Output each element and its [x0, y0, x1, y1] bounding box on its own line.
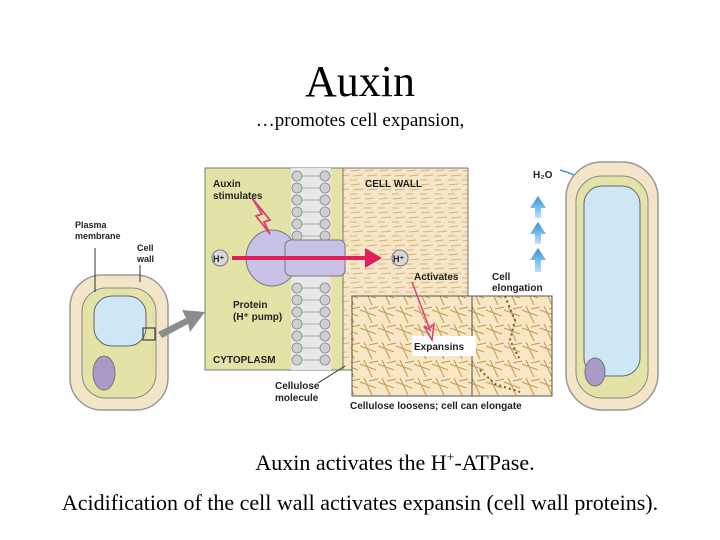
proton-right-label: H⁺ — [393, 254, 404, 264]
elongated-cell — [565, 161, 659, 411]
auxin-stimulates-label-2: stimulates — [213, 191, 263, 202]
elongated-cell-nucleus — [584, 357, 606, 387]
zoom-arrow-icon — [158, 310, 205, 338]
caption1-text-end: -ATPase. — [454, 450, 535, 475]
cytoplasm-label: CYTOPLASM — [213, 355, 276, 366]
cellulose-label-2: molecule — [275, 393, 319, 404]
cell-wall-label: Cell — [137, 243, 154, 253]
caption1-text: Auxin activates the H — [255, 450, 447, 475]
elongation-arrow-icon-2 — [530, 222, 546, 244]
protein-label-2: (H⁺ pump) — [233, 312, 282, 323]
expansins-label: Expansins — [414, 342, 464, 353]
activates-arrow-icon — [411, 281, 436, 343]
elongated-cell-vacuole — [583, 185, 641, 377]
elongation-arrow-icon-3 — [530, 248, 546, 272]
proton-left-icon — [211, 249, 229, 267]
zoom-box — [142, 327, 156, 341]
slide-title: Auxin — [305, 57, 415, 106]
protein-label: Protein — [233, 300, 267, 311]
cell-wall-label-2: wall — [136, 254, 154, 264]
cell-elongation-label-2: elongation — [492, 283, 543, 294]
proton-right-icon — [391, 249, 409, 267]
caption-auxin-atpase: Auxin activates the H+-ATPase. — [0, 450, 720, 476]
caption-acidification: Acidification of the cell wall activates… — [61, 490, 659, 515]
auxin-signal-icon — [251, 197, 272, 235]
proton-pump-arrow-icon — [232, 248, 382, 268]
cellulose-label: Cellulose — [275, 381, 320, 392]
slide-subtitle: …promotes cell expansion, — [255, 110, 465, 131]
auxin-stimulates-label: Auxin — [213, 179, 241, 190]
elongation-arrows — [530, 196, 546, 272]
expansin-inset: Expansins — [351, 281, 553, 397]
caption1-superscript: + — [446, 450, 455, 466]
h2o-label: H₂O — [533, 170, 553, 181]
cell-elongation-label: Cell — [492, 272, 511, 283]
cell-wall-header: CELL WALL — [365, 179, 422, 190]
elongation-arrow-icon — [530, 196, 546, 218]
small-cell-vacuole — [93, 295, 147, 347]
cellulose-loosens-label: Cellulose loosens; cell can elongate — [350, 401, 522, 412]
small-cell-nucleus — [92, 355, 116, 391]
plasma-membrane-label-2: membrane — [75, 231, 121, 241]
activates-label: Activates — [414, 272, 459, 283]
proton-left-label: H⁺ — [213, 254, 224, 264]
plasma-membrane-label: Plasma — [75, 220, 108, 230]
small-cell — [69, 274, 169, 411]
